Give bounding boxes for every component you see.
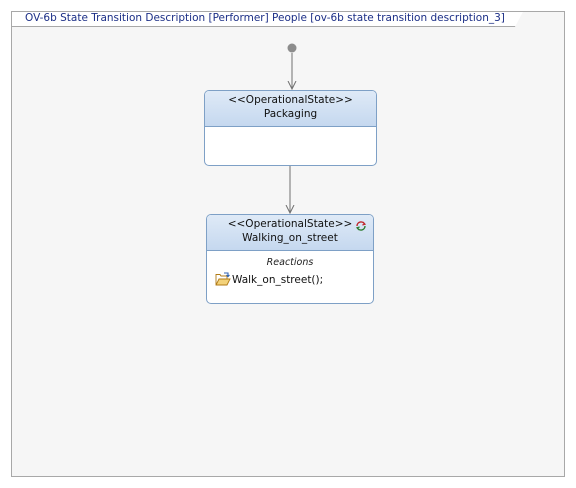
state-packaging-header: <<OperationalState>> Packaging	[205, 91, 376, 127]
state-packaging-stereotype: <<OperationalState>>	[228, 94, 353, 106]
diagram-title[interactable]: OV-6b State Transition Description [Perf…	[12, 12, 523, 27]
cycle-icon	[355, 221, 367, 231]
state-walking-on-street[interactable]: <<OperationalState>> Walking_on_street R…	[206, 214, 374, 304]
initial-node[interactable]	[287, 43, 297, 53]
state-walking-stereotype: <<OperationalState>>	[227, 218, 353, 230]
state-walking-header: <<OperationalState>> Walking_on_street	[207, 215, 373, 251]
reactions-title: Reactions	[266, 257, 314, 268]
state-packaging-name: Packaging	[263, 108, 318, 120]
state-walking-name: Walking_on_street	[242, 232, 338, 244]
reaction-item[interactable]: Walk_on_street();	[215, 272, 373, 287]
reaction-label: Walk_on_street();	[232, 273, 324, 286]
state-packaging[interactable]: <<OperationalState>> Packaging	[204, 90, 377, 166]
folder-action-icon	[215, 272, 231, 286]
